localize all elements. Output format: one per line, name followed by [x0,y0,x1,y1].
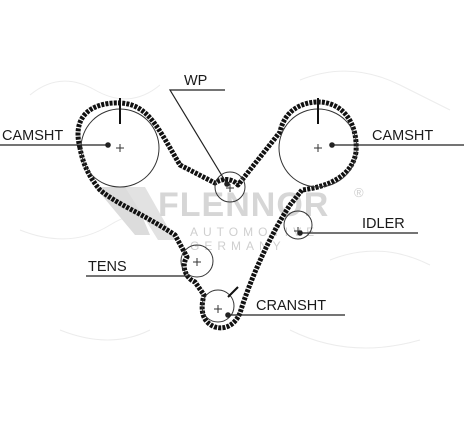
marker-camshaft-right [329,142,335,148]
pulley-water-pump [214,171,246,203]
leader-lines [0,89,464,318]
label-idler: IDLER [362,216,405,232]
watermark-registered: ® [354,185,364,200]
pulley-crankshaft [201,286,239,323]
label-camshaft-right: CAMSHT [372,128,433,144]
label-camshaft-left: CAMSHT [2,128,63,144]
watermark-line1: AUTOMOTIVE [190,225,319,239]
leader-water-pump [168,89,228,185]
label-tensioner: TENS [88,259,127,275]
background-scribble [19,70,451,349]
marker-water-pump [224,181,230,187]
pulley-camshaft-right [278,98,358,188]
timing-belt [75,99,359,331]
pulley-tensioner [180,244,214,278]
flennor-logo-mark-2 [125,187,175,240]
marker-crankshaft [225,312,231,318]
label-crankshaft: CRANSHT [256,298,326,314]
flennor-watermark: FLENNOR ® AUTOMOTIVE GERMANY [95,185,364,253]
pulley-camshaft-left [80,98,160,188]
label-water-pump: WP [184,73,207,89]
marker-idler [297,230,303,236]
marker-camshaft-left [105,142,111,148]
watermark-line2: GERMANY [190,239,286,253]
